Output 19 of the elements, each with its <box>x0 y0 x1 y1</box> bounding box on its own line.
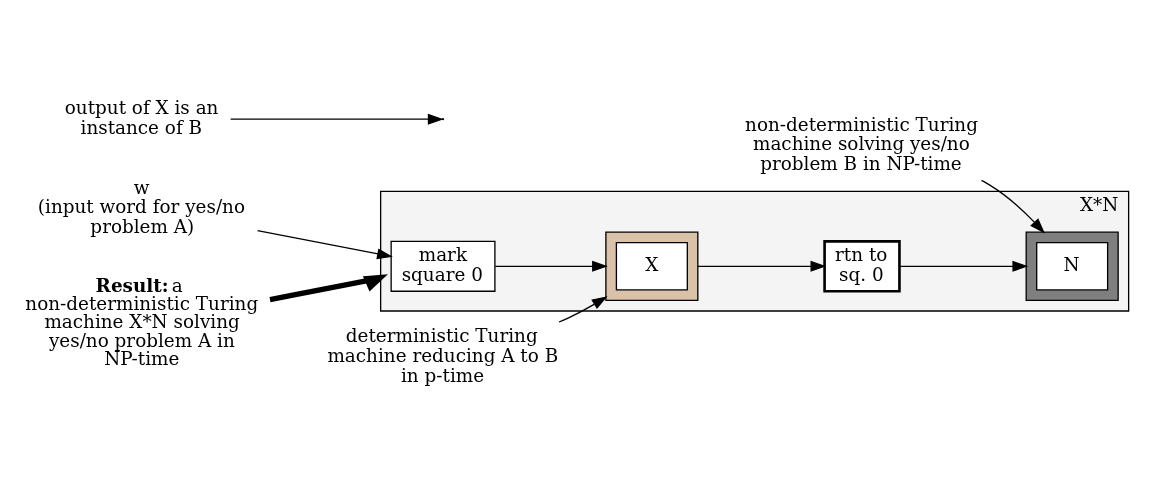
node-box: mark square 0 <box>390 240 496 292</box>
node-text: output of X is an instance of B <box>64 97 219 138</box>
arrow <box>256 229 393 260</box>
node-text: w (input word for yes/no problem A) <box>37 176 245 238</box>
arrow <box>494 260 608 272</box>
cluster <box>1025 231 1119 302</box>
arrow <box>898 260 1029 272</box>
node-text: deterministic Turing machine reducing A to B in p-time <box>327 325 559 386</box>
node-text: non-deterministic Turing machine solving yes/no problem B in NP-time <box>745 113 978 175</box>
node-text: Result: a non-deterministic Turing machine X*N solving yes/no problem A in NP-time <box>25 274 259 370</box>
arrow <box>558 296 608 323</box>
arrow <box>229 113 444 125</box>
cluster <box>605 231 699 302</box>
node-box: rtn to sq. 0 <box>823 240 901 293</box>
node-box: X <box>615 242 688 291</box>
node-box: N <box>1036 242 1109 291</box>
arrow <box>269 274 388 303</box>
arrow <box>697 260 827 272</box>
arrow <box>980 179 1045 234</box>
